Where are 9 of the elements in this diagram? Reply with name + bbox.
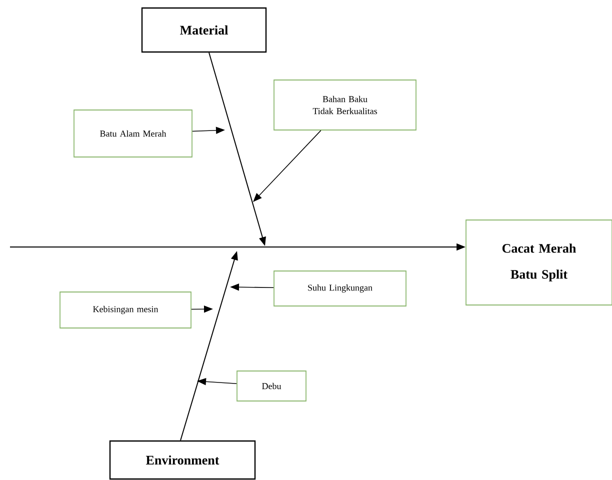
cause-arrow <box>253 130 322 202</box>
cause-box: Debu <box>236 370 306 402</box>
category-box: Environment <box>109 440 256 480</box>
cause-box: Suhu Lingkungan <box>274 270 406 306</box>
effect-box: Cacat Merah Batu Split <box>466 220 612 306</box>
cause-box: Batu Alam Merah <box>74 110 192 158</box>
category-box: Material <box>141 7 267 53</box>
cause-box: Kebisingan mesin <box>60 292 192 328</box>
cause-box: Bahan Baku Tidak Berkualitas <box>274 80 416 130</box>
